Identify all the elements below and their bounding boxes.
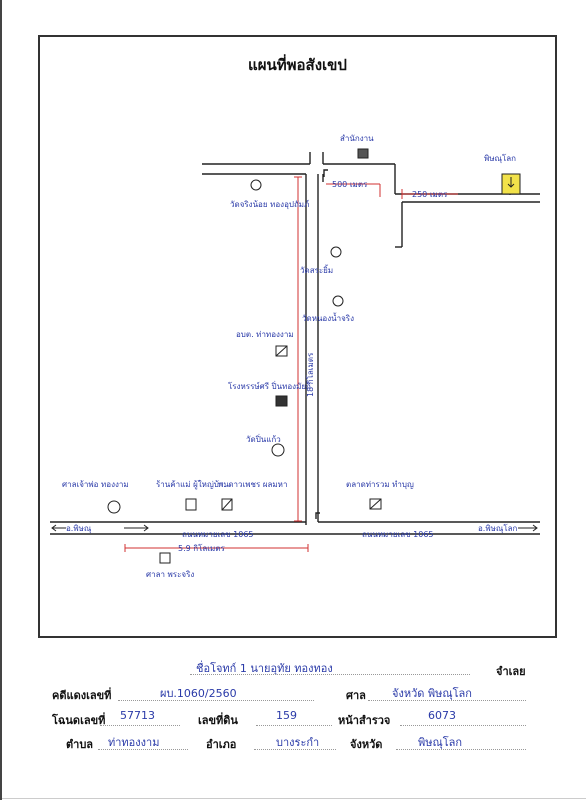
province-underline — [396, 749, 526, 750]
label-shop-2: พ. ดาวเพชร ผลมหา — [218, 480, 287, 489]
court-underline — [368, 700, 526, 701]
label-to-left: อ.พิษณุ — [66, 524, 92, 533]
case-info-form: ชื่อโจทก์ 1 นายอุทัย ทองทอง จำเลย คดีแดง… — [0, 640, 586, 800]
deed-number-value: 57713 — [120, 709, 155, 722]
map-frame: แผนที่พอสังเขป — [38, 35, 557, 638]
court-label: ศาล — [346, 690, 366, 702]
province-value: พิษณุโลก — [418, 736, 463, 749]
map-canvas: สำนักงาน วัดจริงน้อย ทองอุปถัมภ์ วัดสระย… — [50, 134, 540, 579]
province-label: จังหวัด — [350, 739, 383, 751]
road-labels: ถนนหมายเลข 1065 ถนนหมายเลข 1065 อ.พิษณุ … — [66, 523, 518, 539]
survey-page-underline — [400, 725, 526, 726]
label-shop-1: ร้านค้าแม่ ผู้ใหญ่บ้าน — [156, 480, 229, 490]
land-number-underline — [256, 725, 332, 726]
plaintiff-underline — [190, 674, 470, 675]
case-number-underline — [118, 700, 314, 701]
subdistrict-label: ตำบล — [66, 739, 94, 751]
label-distance-top-right: 250 เมตร — [412, 190, 448, 199]
case-number-label: คดีแดงเลขที่ — [52, 690, 112, 702]
label-distance-vertical: 18 กิโลเมตร — [305, 352, 315, 397]
defendant-label: จำเลย — [496, 666, 526, 678]
road-network — [50, 152, 540, 535]
label-road-left: ถนนหมายเลข 1065 — [182, 530, 254, 539]
subdistrict-value: ท่าทองงาม — [108, 736, 160, 749]
map-title: แผนที่พอสังเขป — [248, 57, 347, 74]
court-value: จังหวัด พิษณุโลก — [392, 687, 472, 700]
district-label: อำเภอ — [206, 739, 237, 751]
label-to-right: อ.พิษณุโลก — [478, 523, 518, 533]
case-number-value: ผบ.1060/2560 — [160, 687, 237, 700]
district-underline — [254, 749, 336, 750]
page-bottom-border — [2, 798, 586, 799]
label-coop: โรงหรรษ์ศรี ปิ่นทองมัยกิ — [228, 380, 311, 391]
label-pao: อบต. ท่าทองงาม — [236, 330, 294, 339]
label-distance-bottom: 5.9 กิโลเมตร — [178, 543, 226, 553]
label-temple-3: วัดหนองน้ำจริง — [302, 312, 354, 323]
label-distance-top-short: 500 เมตร — [332, 180, 368, 189]
label-target: พิษณุโลก — [484, 153, 516, 163]
land-number-label: เลขที่ดิน — [198, 715, 238, 727]
label-shrine: ศาลเจ้าพ่อ ทองงาม — [62, 480, 129, 489]
distance-labels: 500 เมตร 250 เมตร 18 กิโลเมตร 5.9 กิโลเม… — [178, 180, 448, 553]
place-labels: สำนักงาน วัดจริงน้อย ทองอุปถัมภ์ วัดสระย… — [62, 134, 516, 579]
label-temple-2: วัดสระยิ้ม — [300, 264, 333, 275]
deed-number-label: โฉนดเลขที่ — [52, 715, 106, 727]
plaintiff-value: ชื่อโจทก์ 1 นายอุทัย ทองทอง — [196, 662, 333, 675]
survey-page-value: 6073 — [428, 709, 456, 722]
landmark-symbols — [107, 148, 382, 564]
label-market: ตลาดท่ารวม ทำบุญ — [346, 480, 414, 489]
label-tambon-office: สำนักงาน — [340, 134, 374, 143]
label-temple-4: วัดปิ่นแก้ว — [246, 433, 281, 444]
label-temple-1: วัดจริงน้อย ทองอุปถัมภ์ — [230, 199, 309, 209]
land-number-value: 159 — [276, 709, 297, 722]
page-left-border — [0, 0, 2, 800]
label-road-right: ถนนหมายเลข 1065 — [362, 530, 434, 539]
direction-arrows — [51, 524, 538, 532]
deed-number-underline — [100, 725, 180, 726]
survey-page-label: หน้าสำรวจ — [338, 715, 391, 727]
label-bus-stop: ศาลา พระจริง — [146, 570, 194, 579]
district-value: บางระกำ — [276, 736, 320, 749]
distance-markers — [124, 176, 458, 552]
subdistrict-underline — [98, 749, 188, 750]
